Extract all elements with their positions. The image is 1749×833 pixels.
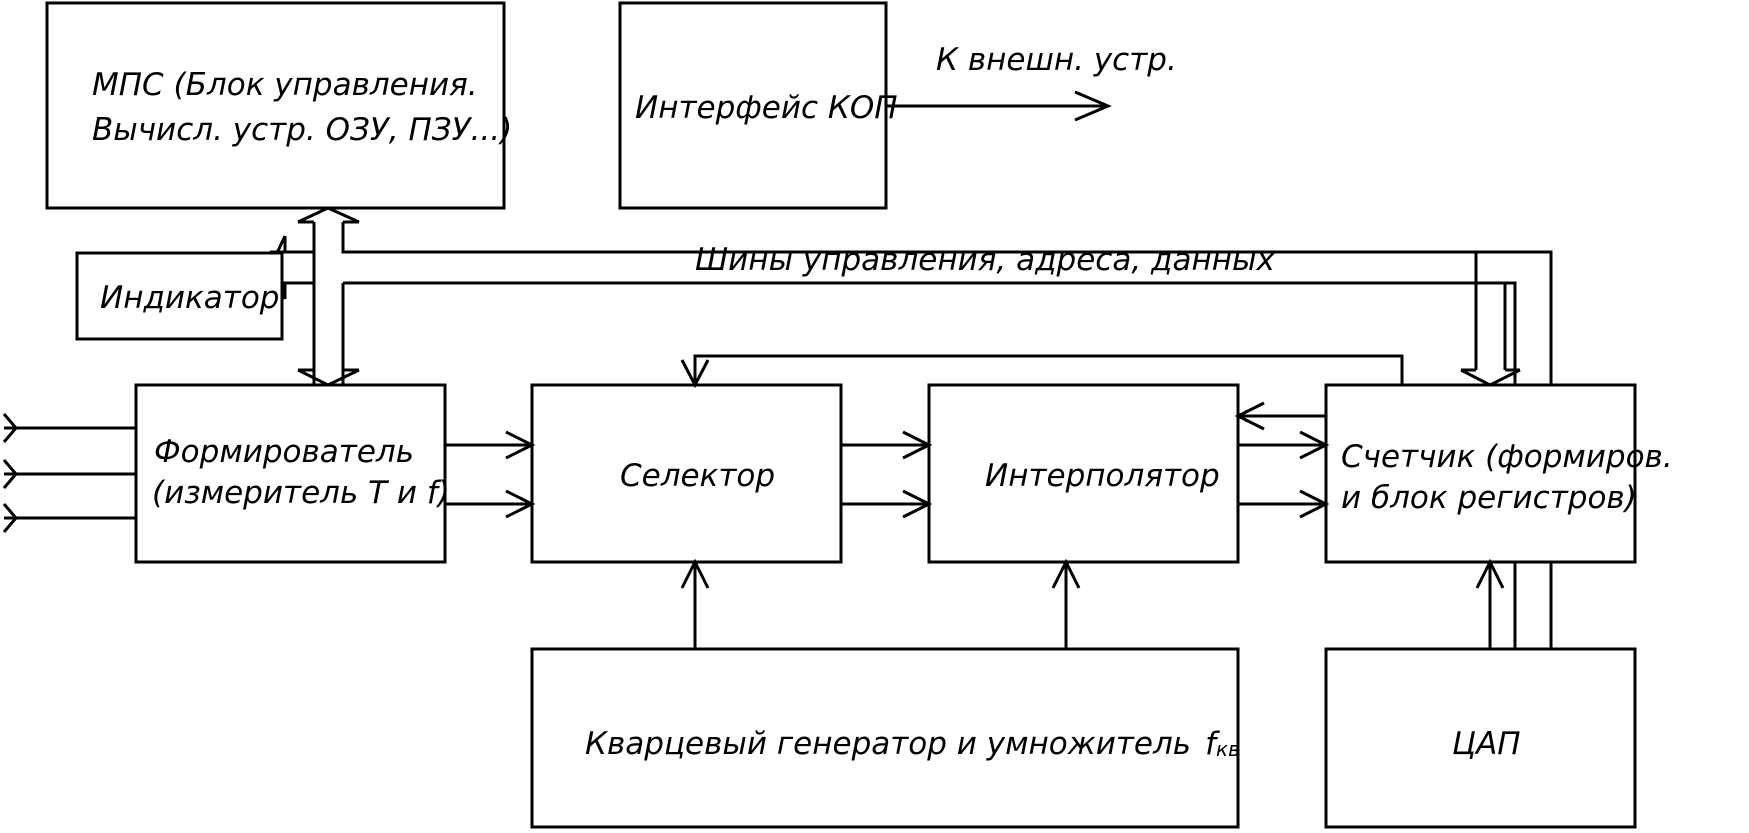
dac-to-counter-arrow: [1475, 558, 1505, 589]
external-link: К внешн. устр.: [886, 42, 1177, 122]
input-tick-1: [2, 413, 18, 443]
shaper-to-selector-arrow-1: [505, 430, 536, 460]
counter-to-interp-arrow: [1234, 401, 1265, 431]
mps-block: МПС (Блок управления. Вычисл. устр. ОЗУ,…: [45, 1, 512, 210]
selector-box: [530, 383, 843, 564]
input-tick-2: [2, 459, 18, 489]
bus-counter-drop: [1474, 252, 1507, 370]
counter-box: [1324, 383, 1637, 564]
generator-label-text: Кварцевый генератор и умножитель: [585, 726, 1191, 762]
interp-to-counter-arrow-2: [1299, 489, 1330, 519]
shaper-box: [134, 383, 447, 564]
mps-label-line2: Вычисл. устр. ОЗУ, ПЗУ...): [92, 112, 512, 148]
gen-to-interp-arrow: [1051, 558, 1081, 589]
counter-label-line1: Счетчик (формиров.: [1341, 439, 1673, 475]
dac-box: [1324, 647, 1637, 829]
interp-to-counter-arrow-1: [1299, 430, 1330, 460]
shaper-label-line1: Формирователь: [154, 434, 414, 470]
bus-label: Шины управления, адреса, данных: [695, 242, 1275, 278]
indicator-label: Индикатор: [100, 280, 279, 316]
interface-out-arrow: [1074, 90, 1112, 122]
indicator-box: [75, 251, 284, 341]
selector-label: Селектор: [620, 458, 775, 494]
dac-block: ЦАП: [1324, 647, 1637, 829]
interface-block: Интерфейс КОП: [618, 1, 898, 210]
interpolator-label: Интерполятор: [985, 458, 1220, 494]
interpolator-box: [927, 383, 1240, 564]
external-label: К внешн. устр.: [936, 42, 1177, 78]
shaper-label-line2: (измеритель Т и f): [152, 475, 450, 511]
gen-to-selector-arrow: [680, 558, 710, 589]
bus-arrow-down-shaper: [297, 368, 360, 387]
mps-label-line1: МПС (Блок управления.: [92, 67, 478, 103]
mps-box: [45, 1, 506, 210]
selector-to-interp-arrow-2: [902, 489, 933, 519]
bus-arrow-down-counter: [1460, 368, 1521, 387]
dac-label: ЦАП: [1452, 726, 1521, 762]
interface-label: Интерфейс КОП: [635, 90, 898, 126]
interface-box: [618, 1, 888, 210]
signal-lines: [2, 354, 1505, 649]
shaper-to-selector-arrow-2: [505, 489, 536, 519]
indicator-block: Индикатор: [75, 251, 284, 341]
bus-arrow-up-mps: [297, 206, 360, 224]
counter-label-line2: и блок регистров): [1341, 480, 1637, 516]
shaper-block: Формирователь (измеритель Т и f): [134, 383, 450, 564]
selector-block: Селектор: [530, 383, 843, 564]
input-tick-3: [2, 503, 18, 533]
counter-to-selector-arrow: [680, 359, 710, 389]
generator-freq-subscript: кв: [1216, 737, 1240, 761]
generator-box: [530, 647, 1240, 829]
interpolator-block: Интерполятор: [927, 383, 1240, 564]
counter-to-selector: [693, 354, 1404, 385]
counter-block: Счетчик (формиров. и блок регистров): [1324, 383, 1673, 564]
selector-to-interp-arrow-1: [902, 430, 933, 460]
